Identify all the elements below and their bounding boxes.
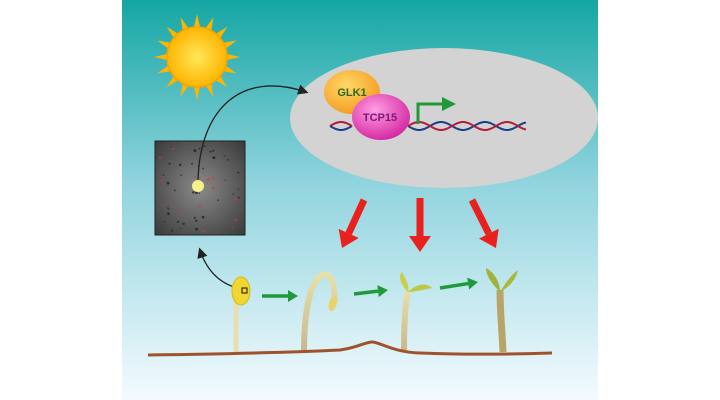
micrograph-speck bbox=[212, 219, 215, 222]
micrograph-speck bbox=[234, 218, 238, 221]
micrograph-speck bbox=[182, 222, 185, 226]
micrograph-speck bbox=[173, 170, 175, 172]
growth-arrowhead bbox=[288, 290, 298, 302]
growth-arrow-shaft bbox=[353, 289, 379, 296]
micrograph-speck bbox=[192, 191, 195, 194]
soil-line bbox=[147, 340, 553, 357]
seedling-stage-4 bbox=[486, 268, 518, 353]
sun-ray bbox=[193, 85, 201, 100]
micrograph-speck bbox=[160, 179, 164, 182]
micrograph-speck bbox=[195, 227, 198, 231]
growth-arrowhead bbox=[467, 277, 478, 290]
micrograph-speck bbox=[198, 204, 202, 208]
regulation-arrowhead bbox=[409, 236, 431, 252]
micrograph-speck bbox=[186, 174, 189, 176]
regulation-arrowhead bbox=[338, 228, 359, 248]
micrograph-speck bbox=[180, 194, 182, 197]
micrograph-speck bbox=[202, 167, 205, 170]
growth-arrows bbox=[262, 277, 478, 302]
micrograph-speck bbox=[195, 219, 198, 222]
micrograph-speck bbox=[233, 197, 237, 200]
micrograph-speck bbox=[171, 229, 174, 232]
micrograph-speck bbox=[198, 147, 201, 150]
micrograph-speck bbox=[201, 215, 205, 219]
micrograph-speck bbox=[203, 145, 206, 148]
micrograph-speck bbox=[177, 220, 180, 223]
transcription-arrowhead bbox=[442, 97, 456, 111]
micrograph-speck bbox=[167, 212, 170, 216]
micrograph-speck bbox=[226, 158, 229, 161]
micrograph-speck bbox=[161, 175, 164, 178]
micrograph-speck bbox=[166, 181, 170, 185]
seedling-stage-2 bbox=[301, 271, 338, 351]
micrograph-speck bbox=[203, 172, 205, 174]
dna-backbone bbox=[407, 121, 527, 131]
micrograph-speck bbox=[211, 177, 215, 180]
micrograph-speck bbox=[201, 180, 204, 182]
sun-icon bbox=[154, 14, 240, 100]
micrograph-speck bbox=[163, 220, 166, 223]
micrograph-speck bbox=[223, 155, 226, 157]
micrograph-speck bbox=[179, 210, 183, 213]
micrograph-speck bbox=[180, 174, 183, 176]
growth-arrow-shaft bbox=[439, 281, 469, 290]
micrograph-speck bbox=[212, 149, 215, 152]
micrograph-speck bbox=[174, 177, 178, 180]
regulation-arrow-shaft bbox=[468, 198, 492, 236]
sun-disc bbox=[166, 26, 228, 88]
micrograph-speck bbox=[172, 201, 175, 203]
sun-ray bbox=[154, 53, 169, 61]
micrograph-speck bbox=[207, 178, 210, 181]
seedling-stage-1 bbox=[231, 276, 251, 352]
micrograph-speck bbox=[237, 188, 240, 190]
seedling-stage-3 bbox=[400, 272, 432, 351]
micrograph-speck bbox=[193, 176, 197, 179]
regulation-arrow-shaft bbox=[345, 198, 368, 235]
micrograph-speck bbox=[198, 192, 200, 195]
micrograph-speck bbox=[237, 171, 240, 174]
micrograph-speck bbox=[206, 182, 208, 184]
micrograph-speck bbox=[231, 226, 234, 229]
micrograph-speck bbox=[195, 208, 197, 210]
micrograph-speck bbox=[202, 229, 205, 233]
glk1-label: GLK1 bbox=[337, 87, 366, 99]
regulation-arrows bbox=[338, 198, 499, 252]
micrograph-speck bbox=[218, 186, 221, 189]
sun-ray bbox=[193, 14, 201, 29]
micrograph-speck bbox=[158, 156, 162, 159]
micrograph-speck bbox=[217, 199, 220, 202]
sun-ray bbox=[225, 53, 240, 61]
micrograph-speck bbox=[193, 149, 197, 153]
dna-backbone bbox=[407, 121, 527, 131]
micrograph-speck bbox=[185, 145, 187, 148]
micrograph-speck bbox=[191, 162, 193, 165]
micrograph-speck bbox=[194, 191, 198, 195]
growth-arrowhead bbox=[377, 285, 388, 298]
micrograph-speck bbox=[232, 193, 234, 195]
micrograph-cell bbox=[192, 180, 204, 192]
nucleus bbox=[290, 48, 598, 188]
protein-tcp15: TCP15 bbox=[352, 94, 410, 140]
micrograph-speck bbox=[178, 163, 182, 167]
micrograph-speck bbox=[209, 150, 212, 153]
tcp15-label: TCP15 bbox=[363, 112, 397, 124]
micrograph-speck bbox=[237, 196, 240, 199]
dna-backbone bbox=[329, 121, 353, 127]
micrograph-speck bbox=[224, 179, 227, 181]
dna-backbone bbox=[329, 125, 353, 131]
micrograph-speck bbox=[173, 189, 176, 192]
micrograph-speck bbox=[171, 146, 173, 148]
micrograph-speck bbox=[179, 227, 182, 229]
regulation-arrowhead bbox=[479, 228, 499, 248]
micrograph-speck bbox=[212, 156, 215, 159]
micrograph-speck bbox=[193, 216, 196, 219]
transcription-start-arrow bbox=[416, 102, 444, 124]
dna-strand bbox=[329, 121, 527, 131]
micrograph-speck bbox=[212, 186, 216, 190]
micrograph-speck bbox=[168, 162, 171, 165]
connector-arrow-to-nucleus bbox=[197, 84, 309, 181]
micrograph-speck bbox=[168, 206, 171, 209]
